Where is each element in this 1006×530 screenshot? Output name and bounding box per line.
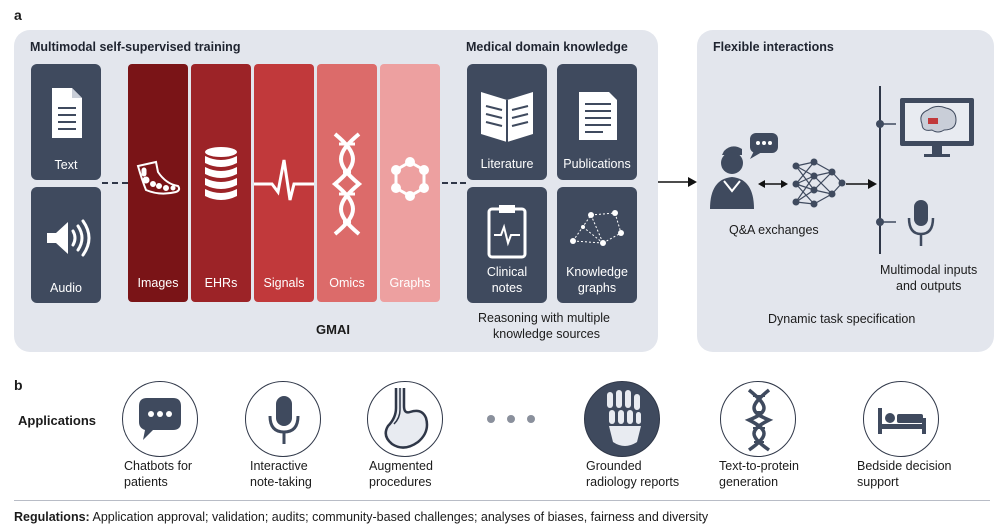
dashed-connector-right bbox=[442, 182, 466, 184]
regulations-text: Application approval; validation; audits… bbox=[89, 510, 709, 524]
regulations-divider bbox=[14, 500, 990, 501]
knowledge-title: Medical domain knowledge bbox=[466, 40, 628, 54]
knowledge-graphs-label-1: Knowledge bbox=[566, 265, 628, 279]
newspaper-icon bbox=[579, 92, 617, 140]
app-label-note-taking-line2: note-taking bbox=[250, 475, 312, 489]
microphone-icon bbox=[268, 396, 300, 444]
strip-graphs: Graphs bbox=[380, 64, 440, 302]
app-label-protein-line2: generation bbox=[719, 475, 779, 489]
app-label-chatbots-line1: Chatbots for bbox=[124, 459, 193, 473]
monitor-brain-icon bbox=[900, 98, 974, 157]
app-radiology bbox=[584, 381, 660, 457]
knowledge-caption-line1: Reasoning with multiple bbox=[478, 311, 611, 325]
strip-images-label: Images bbox=[137, 276, 179, 290]
app-label-note-taking: Interactive note-taking bbox=[250, 458, 312, 490]
app-bedside bbox=[863, 381, 939, 457]
dna-helix-icon bbox=[331, 132, 363, 236]
speaker-icon bbox=[47, 219, 91, 257]
gmai-label: GMAI bbox=[316, 322, 350, 337]
knowledge-graphs-card: Knowledge graphs bbox=[557, 187, 637, 303]
open-book-icon bbox=[481, 92, 533, 142]
output-arrow bbox=[846, 179, 877, 189]
io-bracket-line bbox=[879, 86, 881, 254]
app-label-procedures: Augmented procedures bbox=[369, 458, 433, 490]
strip-ehrs-label: EHRs bbox=[204, 276, 238, 290]
app-label-bedside-line1: Bedside decision bbox=[857, 459, 952, 473]
strip-omics: Omics bbox=[317, 64, 377, 302]
audio-card: Audio bbox=[31, 187, 101, 303]
app-label-protein-line1: Text-to-protein bbox=[719, 459, 799, 473]
text-card-label: Text bbox=[54, 158, 78, 172]
strip-signals: Signals bbox=[254, 64, 314, 302]
graph-network-icon bbox=[391, 157, 429, 201]
strip-ehrs: EHRs bbox=[191, 64, 251, 302]
clinical-notes-label-2: notes bbox=[491, 281, 523, 295]
literature-label: Literature bbox=[480, 157, 534, 171]
literature-card: Literature bbox=[467, 64, 547, 180]
clinical-notes-card: Clinical notes bbox=[467, 187, 547, 303]
app-label-radiology-line1: Grounded bbox=[586, 459, 642, 473]
publications-label: Publications bbox=[563, 157, 631, 171]
app-chatbots bbox=[122, 381, 198, 457]
foot-bone-icon bbox=[136, 160, 181, 195]
microphone-io-icon bbox=[907, 200, 935, 246]
app-label-chatbots: Chatbots for patients bbox=[124, 458, 192, 490]
ellipsis-dots bbox=[487, 415, 535, 423]
app-label-protein: Text-to-protein generation bbox=[719, 458, 799, 490]
io-label-line1: Multimodal inputs bbox=[880, 263, 978, 277]
qa-exchanges-label: Q&A exchanges bbox=[729, 223, 819, 237]
app-note-taking bbox=[245, 381, 321, 457]
app-label-bedside: Bedside decision support bbox=[857, 458, 952, 490]
dashed-connector-left bbox=[102, 182, 128, 184]
interactions-title: Flexible interactions bbox=[713, 40, 834, 54]
foot-xray-icon bbox=[607, 390, 641, 446]
strip-signals-label: Signals bbox=[263, 276, 305, 290]
dynamic-task-label: Dynamic task specification bbox=[768, 312, 916, 326]
clinical-notes-label-1: Clinical bbox=[486, 265, 528, 279]
app-label-radiology: Grounded radiology reports bbox=[586, 458, 679, 490]
applications-label: Applications bbox=[18, 413, 97, 428]
io-label-line2: and outputs bbox=[896, 279, 962, 293]
doctor-icon bbox=[710, 133, 778, 209]
database-icon bbox=[205, 147, 237, 200]
app-label-radiology-line2: radiology reports bbox=[586, 475, 680, 489]
panel-arrow bbox=[658, 177, 697, 187]
app-protein bbox=[720, 381, 796, 457]
training-title: Multimodal self-supervised training bbox=[30, 40, 241, 54]
neural-network-icon bbox=[792, 158, 846, 208]
regulations-line: Regulations: Application approval; valid… bbox=[14, 510, 708, 524]
publications-card: Publications bbox=[557, 64, 637, 180]
panel-label-b: b bbox=[14, 377, 23, 393]
chat-bubble-icon bbox=[139, 398, 181, 440]
bed-icon bbox=[878, 408, 926, 434]
app-label-note-taking-line1: Interactive bbox=[250, 459, 308, 473]
knowledge-graphs-label-2: graphs bbox=[577, 281, 617, 295]
stomach-icon bbox=[384, 388, 429, 449]
app-label-procedures-line1: Augmented bbox=[369, 459, 433, 473]
strip-omics-label: Omics bbox=[329, 276, 365, 290]
dna-icon bbox=[744, 388, 774, 452]
io-connectors bbox=[876, 120, 896, 226]
app-procedures bbox=[367, 381, 443, 457]
text-card: Text bbox=[31, 64, 101, 180]
strip-graphs-label: Graphs bbox=[389, 276, 431, 290]
regulations-label: Regulations: bbox=[14, 510, 90, 524]
network-graph-icon bbox=[570, 210, 624, 246]
audio-card-label: Audio bbox=[50, 281, 82, 295]
app-label-bedside-line2: support bbox=[857, 475, 899, 489]
panel-label-a: a bbox=[14, 7, 22, 23]
document-icon bbox=[52, 88, 82, 138]
app-label-chatbots-line2: patients bbox=[124, 475, 168, 489]
clipboard-icon bbox=[487, 205, 527, 259]
app-label-procedures-line2: procedures bbox=[369, 475, 432, 489]
bidirectional-arrow bbox=[758, 180, 788, 188]
ecg-icon bbox=[254, 159, 314, 201]
strip-images: Images bbox=[128, 64, 188, 302]
knowledge-caption-line2: knowledge sources bbox=[493, 327, 601, 341]
